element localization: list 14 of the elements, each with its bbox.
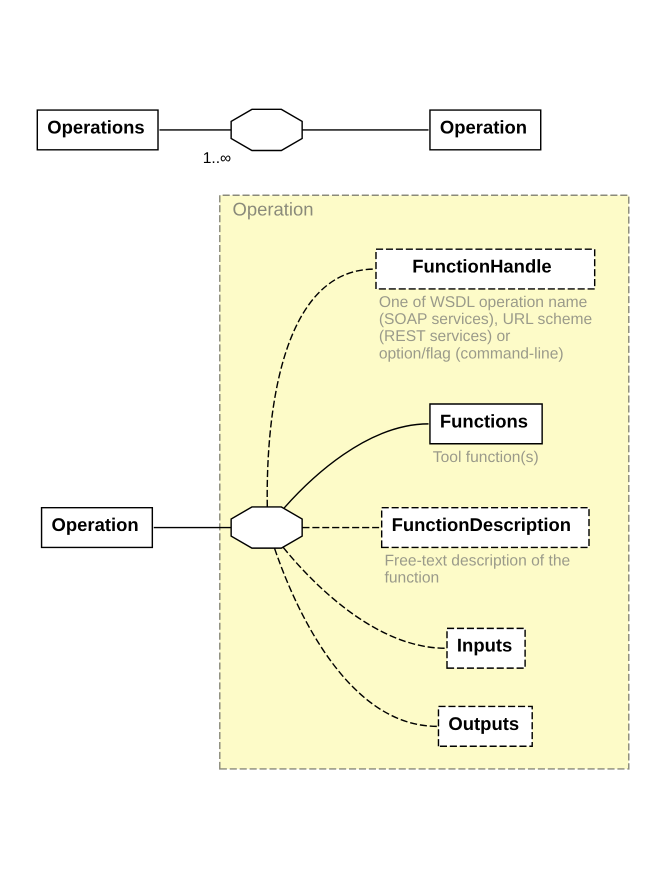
connector — [159, 129, 231, 131]
connector — [302, 129, 429, 131]
node-octagon — [230, 506, 303, 549]
connector — [302, 526, 380, 528]
node-label: Free-text description of the function — [384, 552, 570, 587]
connector — [266, 268, 375, 507]
connector — [282, 547, 446, 649]
connector — [154, 526, 232, 528]
node-label: One of WSDL operation name (SOAP services), URL scheme (REST services) or option/flag (command-line) — [378, 294, 592, 362]
node-label: Tool function(s) — [432, 448, 539, 466]
node-label: 1..∞ — [202, 150, 232, 168]
connector — [274, 548, 438, 728]
connector — [284, 423, 429, 509]
node-octagon — [230, 108, 303, 152]
